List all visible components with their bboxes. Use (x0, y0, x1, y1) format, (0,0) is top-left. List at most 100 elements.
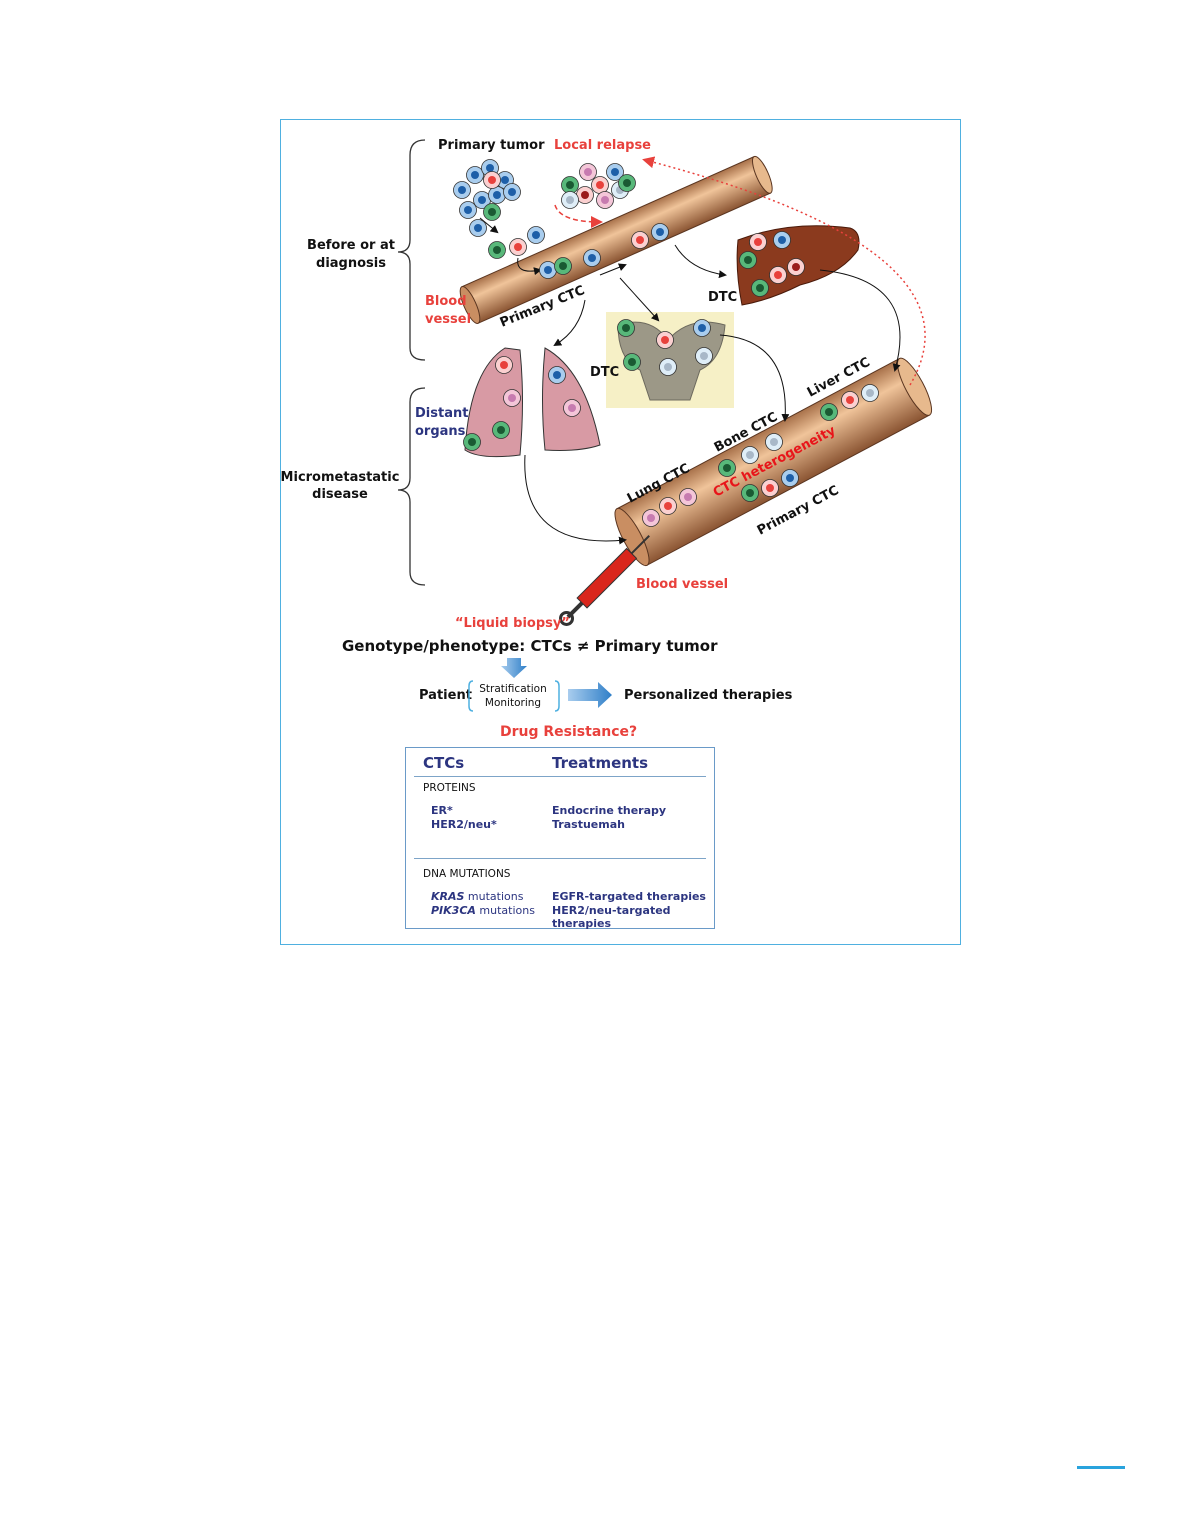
cell-icon (631, 231, 649, 249)
section-title: DNA MUTATIONS (423, 868, 511, 880)
syringe-icon (559, 535, 650, 626)
cell-icon (459, 201, 477, 219)
relapse-arrow (642, 156, 926, 386)
label-distant-organs-1: Distant (415, 406, 468, 421)
table-cell: ER* (431, 804, 453, 817)
cell-icon (466, 166, 484, 184)
label-dtc-liver: DTC (708, 290, 737, 305)
table-cell: mutations (475, 904, 535, 917)
label-primary-tumor: Primary tumor (438, 138, 545, 153)
cell-icon (561, 191, 579, 209)
label-patient: Patient (419, 688, 472, 703)
cell-icon (548, 366, 566, 384)
right-arrow-icon (568, 682, 612, 708)
cell-icon (539, 261, 557, 279)
table-cell: mutations (464, 890, 524, 903)
cell-icon (606, 163, 624, 181)
label-blood-vessel-bottom: Blood vessel (636, 577, 728, 592)
label-dtc-bone: DTC (590, 365, 619, 380)
cell-icon (659, 497, 677, 515)
cell-icon (492, 421, 510, 439)
cell-icon (841, 391, 859, 409)
cell-icon (751, 279, 769, 297)
label-before-diagnosis-1: Before or at (307, 238, 395, 253)
label-monitoring: Monitoring (485, 697, 541, 709)
cell-icon (741, 446, 759, 464)
cell-icon (659, 358, 677, 376)
label-local-relapse: Local relapse (554, 138, 651, 153)
ctc-diagram: Primary tumor Local relapse Before or at… (281, 138, 933, 740)
label-stratification: Stratification (479, 683, 547, 695)
cell-group (453, 159, 879, 527)
gene-name: PIK3CA (431, 904, 476, 917)
blood-vessel-upper (459, 155, 773, 324)
cell-icon (483, 171, 501, 189)
page-marker-line (1077, 1466, 1125, 1469)
cell-icon (469, 219, 487, 237)
label-liquid-biopsy: “Liquid biopsy” (455, 616, 570, 631)
cell-icon (781, 469, 799, 487)
figure-frame (280, 119, 961, 945)
cell-icon (617, 319, 635, 337)
cell-icon (591, 176, 609, 194)
label-micromet-1: Micrometastatic (281, 470, 400, 485)
cell-icon (554, 257, 572, 275)
table-cell: Trastuemah (552, 818, 625, 831)
cell-icon (679, 488, 697, 506)
cell-icon (693, 319, 711, 337)
cell-icon (488, 241, 506, 259)
table-cell: Endocrine therapy (552, 804, 667, 817)
cell-icon (623, 353, 641, 371)
brace-micromet (397, 387, 426, 586)
cell-icon (503, 183, 521, 201)
cell-icon (503, 389, 521, 407)
cell-icon (773, 231, 791, 249)
cell-icon (527, 226, 545, 244)
cell-icon (642, 509, 660, 527)
cell-icon (656, 331, 674, 349)
cell-icon (483, 203, 501, 221)
cell-icon (596, 191, 614, 209)
cell-icon (561, 176, 579, 194)
label-micromet-2: disease (312, 487, 368, 502)
cell-icon (495, 356, 513, 374)
table-header-ctcs: CTCs (423, 754, 465, 772)
label-distant-organs-2: organs (415, 424, 466, 439)
cell-icon (463, 433, 481, 451)
label-drug-resistance: Drug Resistance? (500, 724, 637, 740)
gene-name: KRAS (431, 890, 465, 903)
cell-icon (749, 233, 767, 251)
cell-icon (453, 181, 471, 199)
cell-icon (509, 238, 527, 256)
cell-icon (651, 223, 669, 241)
label-blood-vessel-1: Blood (425, 294, 467, 309)
cell-icon (769, 266, 787, 284)
cell-icon (787, 258, 805, 276)
label-personalized-therapies: Personalized therapies (624, 688, 793, 703)
table-cell: HER2/neu* (431, 818, 497, 831)
label-blood-vessel-2: vessel (425, 312, 471, 327)
section-title: PROTEINS (423, 782, 476, 794)
cell-icon (563, 399, 581, 417)
cell-icon (695, 347, 713, 365)
cell-icon (820, 403, 838, 421)
cell-icon (861, 384, 879, 402)
table-cell: HER2/neu-targated therapies (552, 904, 671, 930)
cell-icon (718, 459, 736, 477)
label-before-diagnosis-2: diagnosis (316, 256, 386, 271)
divider (414, 858, 706, 859)
cell-icon (488, 186, 506, 204)
cell-icon (579, 163, 597, 181)
brace-diagnosis (397, 139, 426, 361)
down-arrow-icon (501, 658, 527, 678)
cell-icon (583, 249, 601, 267)
cell-icon (761, 479, 779, 497)
flow-arrows (479, 217, 901, 545)
divider (414, 776, 706, 777)
cell-icon (576, 186, 594, 204)
ctc-treatment-table: CTCs Treatments PROTEINS ER* Endocrine t… (405, 747, 715, 930)
table-header-treatments: Treatments (552, 754, 649, 772)
table-cell: EGFR-targated therapies (552, 890, 706, 903)
cell-icon (618, 174, 636, 192)
cell-icon (739, 251, 757, 269)
